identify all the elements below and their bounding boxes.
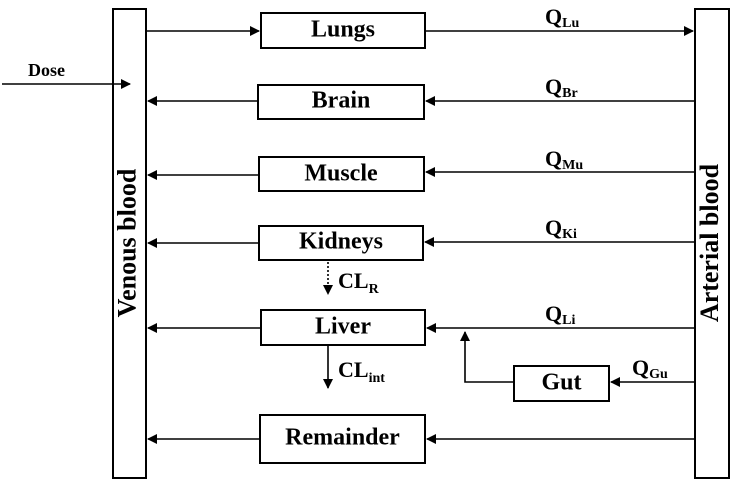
venous-blood-label: Venous blood bbox=[112, 168, 141, 317]
kidneys-box bbox=[258, 225, 424, 261]
flow-q-kidneys: QKi bbox=[545, 215, 577, 242]
gut-to-liver-arrow bbox=[460, 331, 514, 383]
muscle-box bbox=[258, 156, 425, 192]
brain-box bbox=[257, 84, 425, 120]
kidneys-label: Kidneys bbox=[299, 229, 383, 255]
lungs-box bbox=[260, 12, 426, 49]
lungs-label: Lungs bbox=[311, 17, 375, 43]
renal-clearance-label: CLR bbox=[338, 268, 380, 297]
brain-label: Brain bbox=[312, 88, 371, 114]
arterial-blood-label: Arterial blood bbox=[695, 163, 724, 322]
muscle-label: Muscle bbox=[304, 161, 378, 187]
dose-label: Dose bbox=[28, 60, 65, 80]
liver-label: Liver bbox=[315, 314, 371, 340]
gut-label: Gut bbox=[541, 370, 581, 396]
remainder-label: Remainder bbox=[285, 425, 400, 451]
intrinsic-clearance-label: CLint bbox=[338, 357, 385, 386]
gut-box bbox=[513, 365, 610, 402]
remainder-box bbox=[259, 414, 426, 464]
arterial-blood-box bbox=[694, 8, 730, 479]
flow-q-brain: QBr bbox=[545, 74, 578, 101]
flow-q-gut: QGu bbox=[632, 355, 668, 382]
flow-q-muscle: QMu bbox=[545, 146, 583, 173]
flow-q-liver: QLi bbox=[545, 301, 575, 328]
flow-q-lungs: QLu bbox=[545, 4, 579, 31]
